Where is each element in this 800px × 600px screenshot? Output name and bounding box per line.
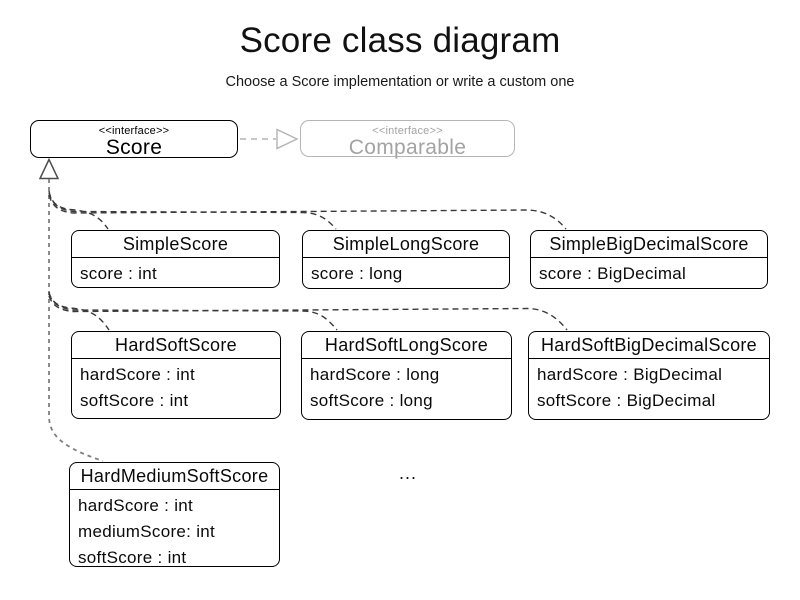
dependency-edge-score-comparable: [240, 128, 299, 150]
class-box-hardsoftscore: HardSoftScore hardScore : int softScore …: [71, 331, 281, 419]
class-name: HardSoftLongScore: [302, 332, 511, 359]
class-attribute: softScore : long: [310, 391, 433, 410]
class-name: HardMediumSoftScore: [70, 463, 279, 490]
class-attribute: softScore : int: [80, 391, 189, 410]
interface-name: Score: [105, 136, 163, 159]
class-attribute: softScore : int: [78, 548, 187, 567]
class-box-simplebigdecimalscore: SimpleBigDecimalScore score : BigDecimal: [530, 230, 768, 289]
realization-arrowhead: [38, 157, 60, 180]
class-attribute: score : long: [311, 264, 403, 283]
interface-box-score: <<interface>> Score: [30, 120, 238, 158]
stereotype-label: <<interface>>: [372, 125, 443, 137]
class-name: SimpleBigDecimalScore: [531, 231, 767, 258]
class-attribute: softScore : BigDecimal: [537, 391, 716, 410]
class-attribute: hardScore : int: [80, 365, 196, 384]
class-attribute: score : int: [80, 264, 157, 283]
class-name: SimpleScore: [72, 231, 279, 258]
diagram-header: Score class diagram Choose a Score imple…: [0, 0, 800, 90]
interface-name: Comparable: [348, 136, 467, 159]
page-title: Score class diagram: [239, 21, 561, 60]
class-box-simplescore: SimpleScore score : int: [71, 230, 280, 288]
class-name: HardSoftScore: [72, 332, 280, 359]
class-box-hardmediumsoftscore: HardMediumSoftScore hardScore : int medi…: [69, 462, 280, 567]
realization-branches-row1: [48, 190, 567, 230]
stereotype-label: <<interface>>: [98, 125, 170, 137]
class-attribute: hardScore : int: [78, 496, 194, 515]
class-attribute: hardScore : BigDecimal: [537, 365, 723, 384]
page-subtitle: Choose a Score implementation or write a…: [225, 74, 575, 90]
class-name: HardSoftBigDecimalScore: [529, 332, 769, 359]
class-attribute: mediumScore: int: [78, 522, 216, 541]
class-attribute: hardScore : long: [310, 365, 440, 384]
class-box-simplelongscore: SimpleLongScore score : long: [302, 230, 510, 289]
class-box-hardsoftlongscore: HardSoftLongScore hardScore : long softS…: [301, 331, 512, 420]
class-attribute: score : BigDecimal: [539, 264, 687, 283]
class-box-hardsoftbigdecimalscore: HardSoftBigDecimalScore hardScore : BigD…: [528, 331, 770, 420]
more-implementations-ellipsis: ...: [399, 463, 418, 483]
class-name: SimpleLongScore: [303, 231, 509, 258]
realization-branches-row2: [48, 291, 568, 331]
interface-box-comparable: <<interface>> Comparable: [300, 120, 515, 159]
realization-trunk: [48, 179, 104, 462]
